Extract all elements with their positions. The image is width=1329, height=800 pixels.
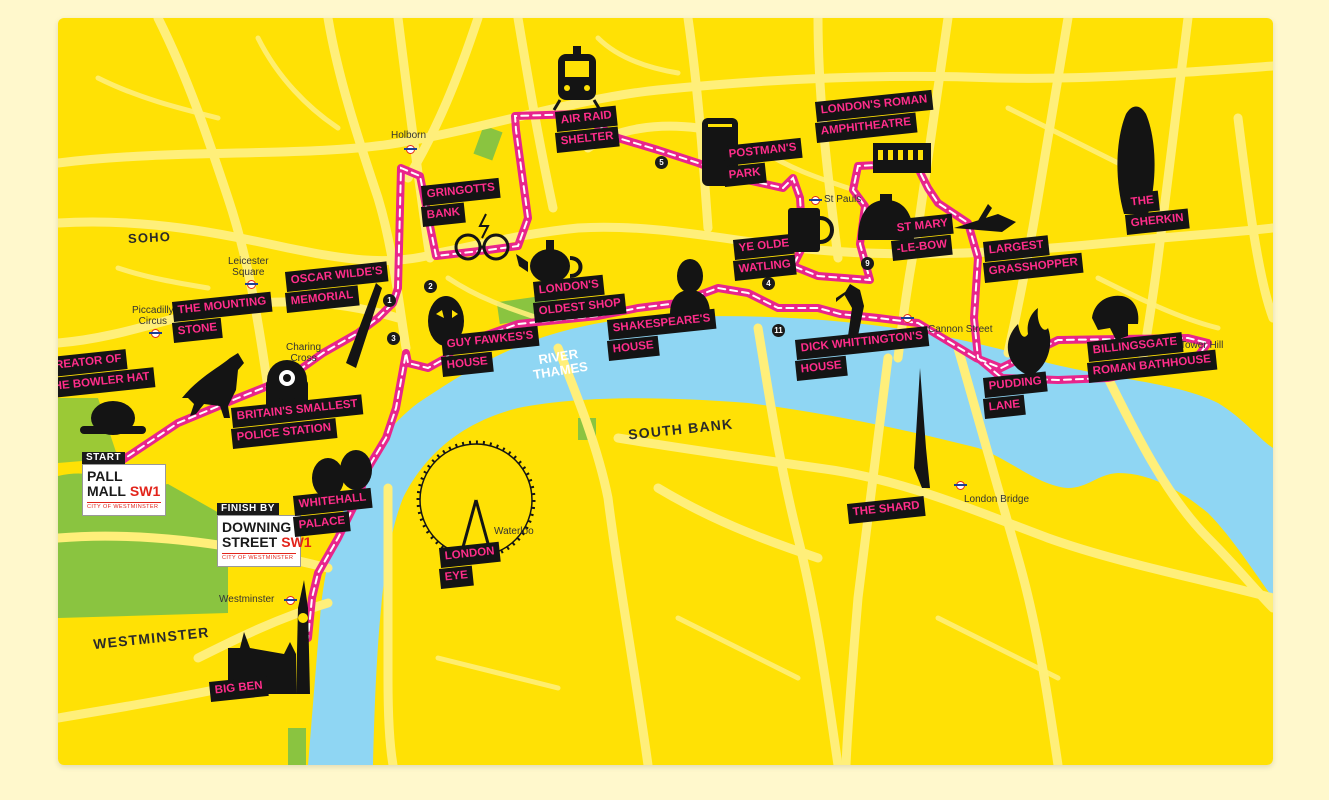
start-postcode: SW1: [129, 483, 161, 499]
finish-postcode: SW1: [281, 534, 312, 550]
label-creator-of-the-bowler-hat[interactable]: CREATOR OF THE BOWLER HAT: [58, 349, 156, 400]
label-guy-fawkess-house[interactable]: GUY FAWKES'S HOUSE: [440, 325, 540, 378]
bowler-hat-icon: [80, 401, 146, 435]
walking-tour-map[interactable]: SOHO SOUTH BANK WESTMINSTER RIVER THAMES…: [58, 18, 1273, 765]
label-shakespeares-house[interactable]: SHAKESPEARE'S HOUSE: [606, 308, 717, 362]
start-tag: START: [82, 452, 126, 464]
label-oscar-wildes-memorial[interactable]: OSCAR WILDE'S MEMORIAL: [284, 261, 389, 314]
stop-marker-3[interactable]: 3: [387, 332, 400, 345]
start-city: CITY OF WESTMINSTER: [87, 502, 161, 510]
label-line: LANE: [982, 394, 1027, 419]
finish-street-line1: DOWNING: [222, 519, 292, 535]
area-soho: SOHO: [127, 228, 172, 247]
stop-marker-9[interactable]: 9: [861, 257, 874, 270]
stop-marker-2[interactable]: 2: [424, 280, 437, 293]
label-gringotts-bank[interactable]: GRINGOTTS BANK: [420, 177, 501, 228]
place-charing-cross: Charing Cross: [286, 342, 321, 364]
label-line: THE: [1124, 190, 1160, 214]
finish-street-name: STREET: [222, 534, 278, 550]
place-waterloo: Waterloo: [494, 526, 534, 537]
horse-icon: [182, 353, 244, 418]
stop-marker-4[interactable]: 4: [762, 277, 775, 290]
place-st-pauls: St Pauls: [824, 194, 862, 205]
stop-marker-1[interactable]: 1: [383, 294, 396, 307]
label-air-raid-shelter[interactable]: AIR RAID SHELTER: [554, 105, 620, 154]
piccadilly-circus-underground-icon[interactable]: [149, 329, 162, 338]
label-dick-whittingtons-house[interactable]: DICK WHITTINGTON'S HOUSE: [794, 326, 929, 382]
train-icon: [552, 46, 602, 111]
gherkin-icon: [1117, 106, 1155, 214]
label-the-mounting-stone[interactable]: THE MOUNTING STONE: [171, 291, 273, 344]
label-st-mary-le-bow[interactable]: ST MARY -LE-BOW: [890, 213, 955, 262]
label-postmans-park[interactable]: POSTMAN'S PARK: [722, 137, 803, 188]
london-bridge-underground-icon[interactable]: [954, 481, 967, 490]
dick-whittington-icon: [836, 284, 864, 336]
leicester-square-line1: Leicester: [228, 256, 269, 267]
place-westminster: Westminster: [219, 594, 275, 605]
label-the-gherkin[interactable]: THE GHERKIN: [1124, 190, 1190, 236]
label-whitehall-palace[interactable]: WHITEHALL PALACE: [292, 487, 373, 538]
label-ye-olde-watling[interactable]: YE OLDE WATLING: [732, 233, 797, 282]
label-line: HOUSE: [440, 351, 494, 377]
start-street-name: MALL: [87, 483, 126, 499]
start-street-line1: PALL: [87, 468, 123, 484]
label-line: HOUSE: [606, 335, 660, 361]
place-tower-hill: Tower Hill: [1180, 340, 1224, 351]
finish-tag: FINISH BY: [217, 503, 279, 515]
label-london-eye[interactable]: LONDON EYE: [438, 541, 501, 590]
label-billingsgate-roman-bathhouse[interactable]: BILLINGSGATE ROMAN BATHHOUSE: [1086, 332, 1217, 384]
teapot-icon: [516, 240, 583, 283]
shakespeare-icon: [670, 259, 710, 314]
leicester-square-underground-icon[interactable]: [245, 280, 258, 289]
label-the-shard[interactable]: THE SHARD: [846, 495, 926, 525]
roman-amphitheatre-icon: [873, 143, 931, 173]
place-leicester-square: Leicester Square: [228, 256, 269, 278]
roman-helmet-icon: [1092, 295, 1139, 340]
label-londons-roman-amphitheatre[interactable]: LONDON'S ROMAN AMPHITHEATRE: [814, 89, 934, 144]
leicester-square-line2: Square: [232, 267, 265, 278]
label-big-ben[interactable]: BIG BEN: [208, 676, 269, 703]
river-thames: [308, 316, 1273, 765]
stop-marker-11[interactable]: 11: [772, 324, 785, 337]
label-britains-smallest-police-station[interactable]: BRITAIN'S SMALLEST POLICE STATION: [230, 394, 364, 450]
piccadilly-circus-line1: Piccadilly: [132, 305, 174, 316]
piccadilly-circus-line2: Circus: [138, 316, 168, 327]
place-cannon-street: Cannon Street: [928, 324, 993, 335]
westminster-underground-icon[interactable]: [284, 596, 297, 605]
label-line: STONE: [171, 317, 224, 343]
label-line: BANK: [420, 202, 467, 227]
grasshopper-icon: [954, 204, 1016, 232]
finish-city: CITY OF WESTMINSTER: [222, 553, 296, 561]
fire-icon: [1007, 308, 1051, 376]
stop-marker-5[interactable]: 5: [655, 156, 668, 169]
shard-icon: [914, 368, 930, 488]
place-holborn: Holborn: [391, 130, 427, 141]
minor-roads: [95, 35, 1221, 691]
beer-tankard-icon: [788, 208, 834, 252]
whitehall-theatre-masks-icon: [312, 450, 372, 498]
cannon-street-underground-icon[interactable]: [901, 314, 914, 323]
label-largest-grasshopper[interactable]: LARGEST GRASSHOPPER: [982, 235, 1084, 284]
st-pauls-underground-icon[interactable]: [809, 196, 822, 205]
harry-potter-glasses-icon: [454, 213, 510, 261]
map-canvas: [58, 18, 1273, 765]
label-line: HOUSE: [794, 355, 848, 381]
label-line: EYE: [438, 565, 474, 589]
oscar-wilde-icon: [346, 283, 382, 368]
place-london-bridge: London Bridge: [964, 494, 1030, 505]
charing-cross-line1: Charing: [286, 342, 322, 353]
label-londons-oldest-shop[interactable]: LONDON'S OLDEST SHOP: [532, 274, 627, 324]
charing-cross-line2: Cross: [290, 353, 317, 364]
holborn-underground-icon[interactable]: [404, 145, 417, 154]
place-piccadilly-circus: Piccadilly Circus: [132, 305, 174, 327]
label-pudding-lane[interactable]: PUDDING LANE: [982, 371, 1048, 420]
label-line: PARK: [722, 162, 767, 187]
